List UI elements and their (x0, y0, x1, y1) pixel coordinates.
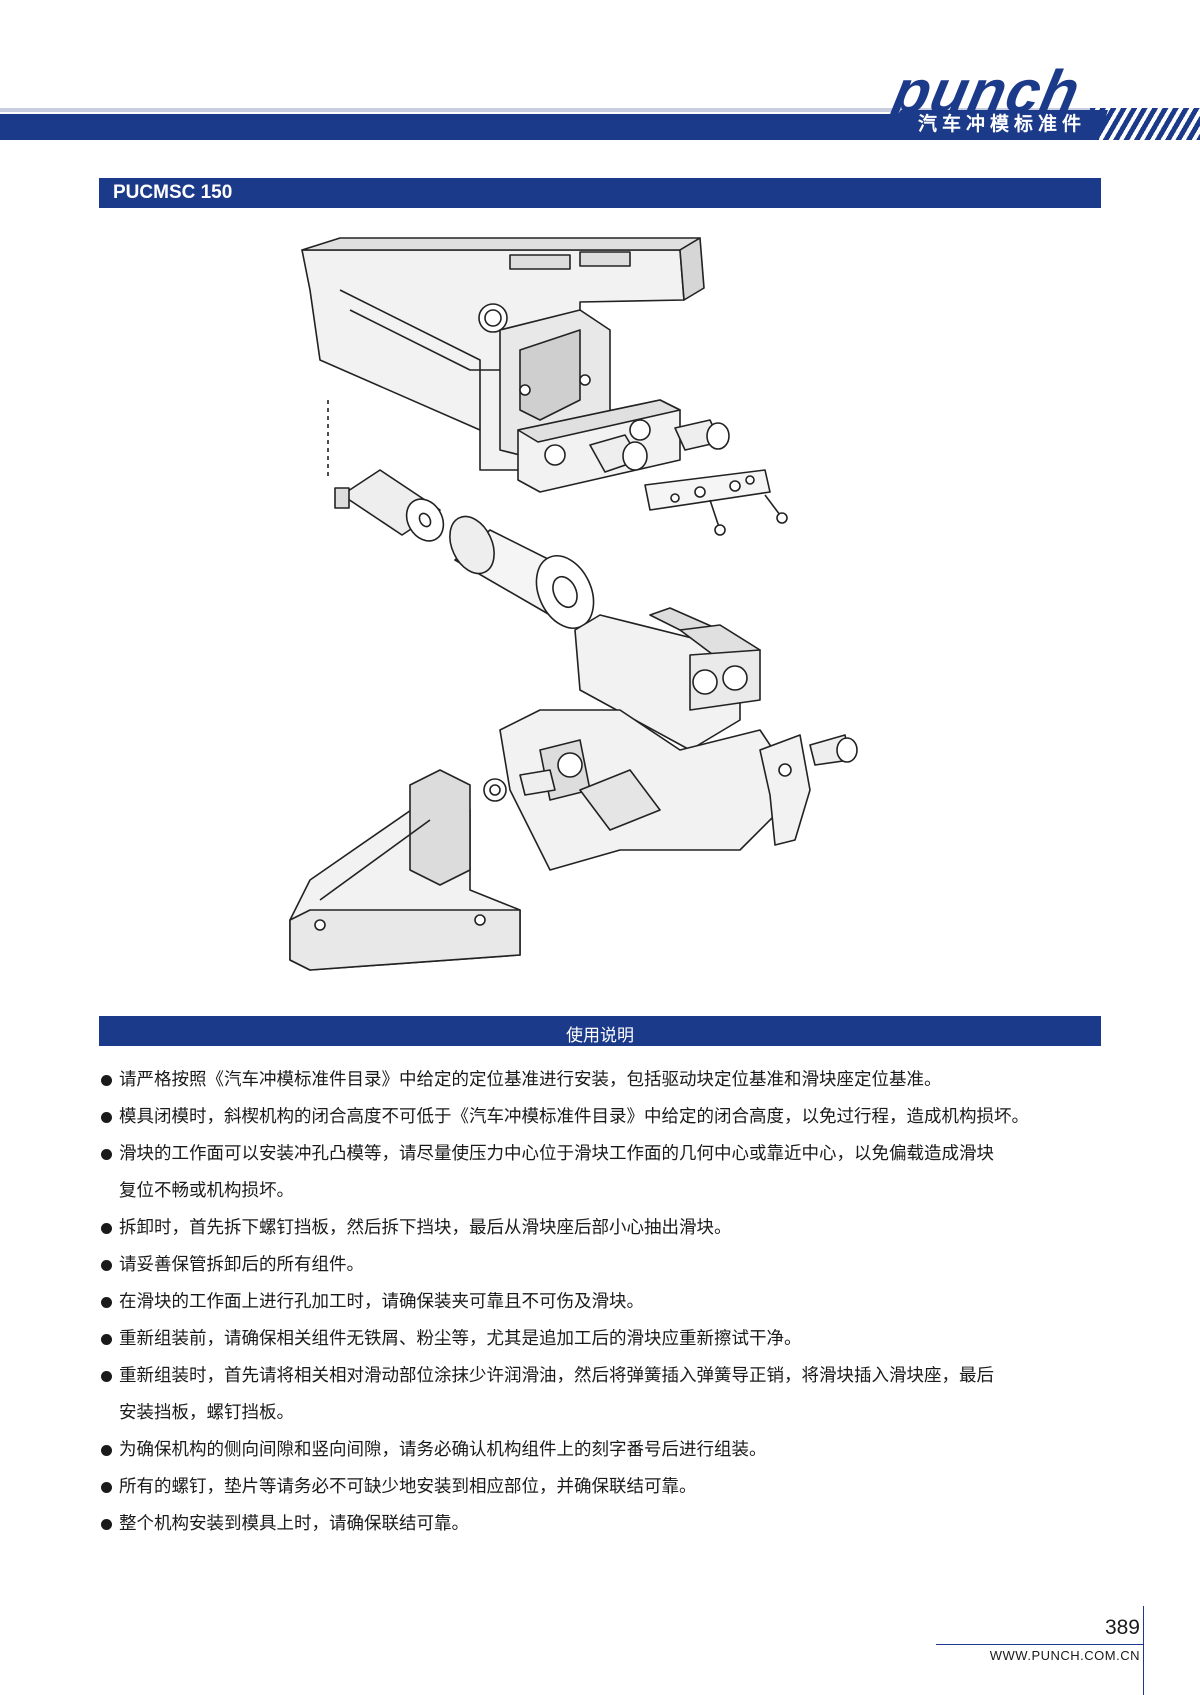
spring-guide-pin (327, 400, 445, 542)
list-item: 请妥善保管拆卸后的所有组件。 (99, 1247, 1109, 1284)
header-hatch (1090, 108, 1200, 140)
slider-seat (483, 709, 801, 871)
slider (574, 607, 761, 751)
logo-subtitle: 汽车冲模标准件 (918, 114, 1087, 135)
list-item: 所有的螺钉，垫片等请务必不可缺少地安装到相应部位，并确保联结可靠。 (99, 1469, 1109, 1506)
list-item: 重新组装前，请确保相关组件无铁屑、粉尘等，尤其是追加工后的滑块应重新擦试干净。 (99, 1321, 1109, 1358)
footer-horizontal-rule (936, 1644, 1144, 1645)
stopper-block (759, 734, 858, 846)
base-mount (289, 769, 521, 971)
list-item: 模具闭模时，斜楔机构的闭合高度不可低于《汽车冲模标准件目录》中给定的闭合高度，以… (99, 1099, 1109, 1136)
logo-plate (878, 110, 1108, 140)
website-url: WWW.PUNCH.COM.CN (989, 1648, 1140, 1663)
list-item: 请严格按照《汽车冲模标准件目录》中给定的定位基准进行安装，包括驱动块定位基准和滑… (99, 1062, 1109, 1099)
cap-screws (589, 419, 730, 473)
instructions-title: 使用说明 (566, 1026, 634, 1046)
driver-block (301, 237, 705, 471)
screw-stopper-plate (644, 469, 788, 536)
list-item: 重新组装时，首先请将相关相对滑动部位涂抹少许润滑油，然后将弹簧插入弹簧导正销，将… (99, 1358, 1109, 1432)
list-item: 为确保机构的侧向间隙和竖向间隙，请务必确认机构组件上的刻字番号后进行组装。 (99, 1432, 1109, 1469)
exploded-assembly-drawing (289, 237, 858, 971)
instructions-title-bar: 使用说明 (99, 1016, 1101, 1046)
punch-logo: punch 汽车冲模标准件 (878, 58, 1108, 140)
list-item: 在滑块的工作面上进行孔加工时，请确保装夹可靠且不可伤及滑块。 (99, 1284, 1109, 1321)
footer-vertical-rule (1143, 1606, 1144, 1695)
bushing-cylinder (449, 515, 595, 629)
instructions-list: 请严格按照《汽车冲模标准件目录》中给定的定位基准进行安装，包括驱动块定位基准和滑… (99, 1062, 1109, 1543)
list-item: 整个机构安装到模具上时，请确保联结可靠。 (99, 1506, 1109, 1543)
product-title-bar: PUCMSC 150 (99, 178, 1101, 208)
product-code: PUCMSC 150 (113, 182, 233, 203)
list-item: 滑块的工作面可以安装冲孔凸模等，请尽量使压力中心位于滑块工作面的几何中心或靠近中… (99, 1136, 1109, 1210)
page-number: 389 (1104, 1616, 1140, 1639)
list-item: 拆卸时，首先拆下螺钉挡板，然后拆下挡块，最后从滑块座后部小心抽出滑块。 (99, 1210, 1109, 1247)
